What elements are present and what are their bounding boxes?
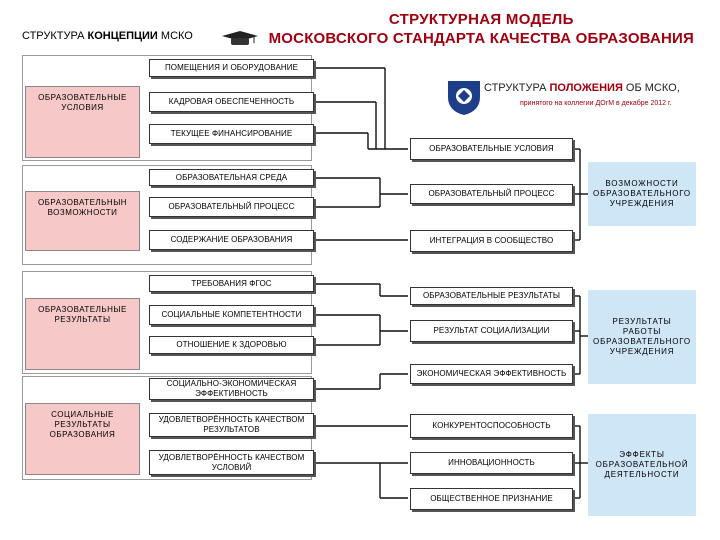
moscow-emblem-icon [448,81,480,115]
regulation-note: принятого на коллегии ДОгМ в декабре 201… [520,100,672,107]
concept-structure-title: СТРУКТУРА КОНЦЕПЦИИ МСКО [22,30,193,42]
fgos-requirements-box: ТРЕБОВАНИЯ ФГОС [149,275,314,292]
socialization-result-box: РЕЗУЛЬТАТ СОЦИАЛИЗАЦИИ [410,320,573,342]
institution-results-box: РЕЗУЛЬТАТЫ РАБОТЫ ОБРАЗОВАТЕЛЬНОГО УЧРЕЖ… [588,290,696,384]
socio-economic-efficiency-box: СОЦИАЛЬНО-ЭКОНОМИЧЕСКАЯ ЭФФЕКТИВНОСТЬ [149,378,314,400]
conditions-satisfaction-box: УДОВЛЕТВОРЁННОСТЬ КАЧЕСТВОМ УСЛОВИЙ [149,450,314,475]
regulation-structure-title: СТРУКТУРА ПОЛОЖЕНИЯ ОБ МСКО, [484,82,680,94]
education-content-box: СОДЕРЖАНИЕ ОБРАЗОВАНИЯ [149,230,314,250]
right-educational-results-box: ОБРАЗОВАТЕЛЬНЫЕ РЕЗУЛЬТАТЫ [410,287,573,305]
competitiveness-box: КОНКУРЕНТОСПОСОБНОСТЬ [410,414,573,438]
health-attitude-box: ОТНОШЕНИЕ К ЗДОРОВЬЮ [149,336,314,354]
premises-equipment-box: ПОМЕЩЕНИЯ И ОБОРУДОВАНИЕ [149,59,314,77]
right-educational-conditions-box: ОБРАЗОВАТЕЛЬНЫЕ УСЛОВИЯ [410,138,573,160]
staffing-box: КАДРОВАЯ ОБЕСПЕЧЕННОСТЬ [149,92,314,112]
institution-opportunities-box: ВОЗМОЖНОСТИ ОБРАЗОВАТЕЛЬНОГО УЧРЕЖДЕНИЯ [588,162,696,226]
category-educational-conditions: ОБРАЗОВАТЕЛЬНЫЕ УСЛОВИЯ [25,86,140,158]
educational-process-box: ОБРАЗОВАТЕЛЬНЫЙ ПРОЦЕСС [149,197,314,217]
community-integration-box: ИНТЕГРАЦИЯ В СООБЩЕСТВО [410,230,573,252]
category-educational-opportunities: ОБРАЗОВАТЕЛЬНЫН ВОЗМОЖНОСТИ [25,191,140,251]
graduation-cap-icon [222,31,258,45]
results-satisfaction-box: УДОВЛЕТВОРЁННОСТЬ КАЧЕСТВОМ РЕЗУЛЬТАТОВ [149,413,314,437]
economic-efficiency-box: ЭКОНОМИЧЕСКАЯ ЭФФЕКТИВНОСТЬ [410,364,573,384]
model-title: СТРУКТУРНАЯ МОДЕЛЬ МОСКОВСКОГО СТАНДАРТА… [268,11,694,47]
current-funding-box: ТЕКУЩЕЕ ФИНАНСИРОВАНИЕ [149,124,314,144]
public-recognition-box: ОБЩЕСТВЕННОЕ ПРИЗНАНИЕ [410,488,573,510]
innovativeness-box: ИННОВАЦИОННОСТЬ [410,452,573,474]
social-competences-box: СОЦИАЛЬНЫЕ КОМПЕТЕНТНОСТИ [149,305,314,325]
educational-environment-box: ОБРАЗОВАТЕЛЬНАЯ СРЕДА [149,169,314,186]
category-educational-results: ОБРАЗОВАТЕЛЬНЫЕ РЕЗУЛЬТАТЫ [25,298,140,370]
right-educational-process-box: ОБРАЗОВАТЕЛЬНЫЙ ПРОЦЕСС [410,184,573,204]
educational-effects-box: ЭФФЕКТЫ ОБРАЗОВАТЕЛЬНОЙ ДЕЯТЕЛЬНОСТИ [588,414,696,516]
category-social-results: СОЦИАЛЬНЫЕ РЕЗУЛЬТАТЫ ОБРАЗОВАНИЯ [25,403,140,475]
